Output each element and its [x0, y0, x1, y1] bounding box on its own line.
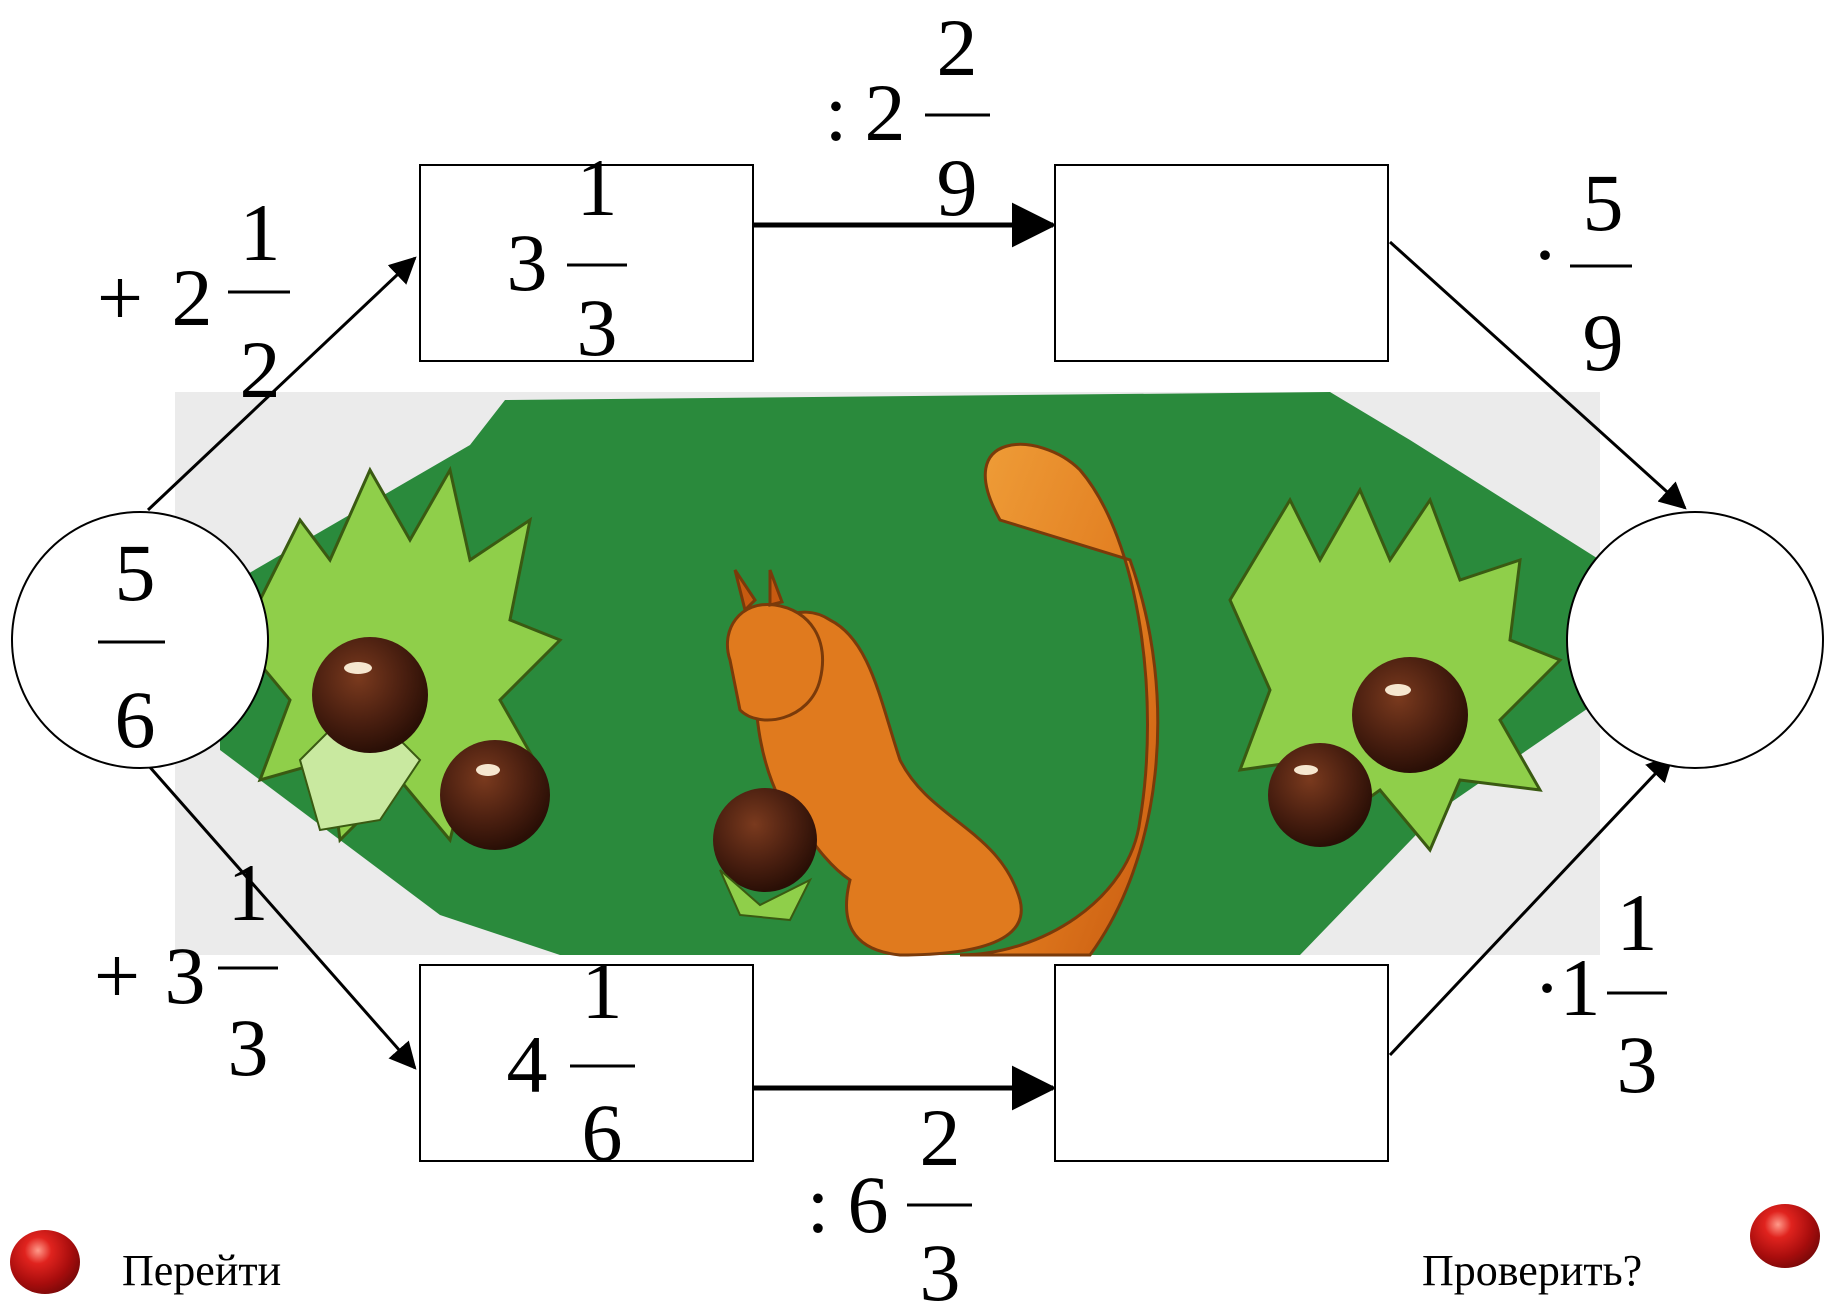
- operator-sign: :: [825, 67, 848, 158]
- fraction-numerator: 1: [228, 847, 269, 938]
- operator-sign: +: [97, 252, 143, 343]
- hazelnut-icon: [1268, 743, 1372, 847]
- whole-part: 2: [865, 67, 906, 158]
- fraction-numerator: 1: [582, 945, 623, 1036]
- bottom-op2-label: : 6 2 3: [807, 1092, 972, 1311]
- hazelnut-icon: [312, 637, 428, 753]
- fraction-denominator: 6: [115, 674, 156, 765]
- fraction-denominator: 2: [240, 324, 281, 415]
- operator-sign: ·: [1531, 209, 1558, 300]
- operator-sign: :: [807, 1159, 830, 1250]
- fraction-numerator: 5: [1583, 157, 1624, 248]
- fraction-denominator: 6: [582, 1087, 623, 1178]
- go-link[interactable]: Перейти: [122, 1245, 281, 1296]
- fraction-denominator: 3: [920, 1227, 961, 1311]
- fraction-numerator: 2: [937, 2, 978, 93]
- fraction-numerator: 1: [1617, 877, 1658, 968]
- whole-part: 2: [172, 252, 213, 343]
- operator-sign: ·: [1533, 942, 1560, 1033]
- candy-wrapper-illustration: [175, 392, 1600, 955]
- check-link[interactable]: Проверить?: [1422, 1245, 1642, 1296]
- fraction-denominator: 9: [937, 142, 978, 233]
- hazelnut-icon: [440, 740, 550, 850]
- fraction-numerator: 2: [920, 1092, 961, 1183]
- whole-part: 3: [165, 930, 206, 1021]
- fraction-numerator: 1: [577, 142, 618, 233]
- top-box-2[interactable]: [1055, 165, 1388, 361]
- whole-part: 3: [507, 217, 548, 308]
- bottom-box-2[interactable]: [1055, 965, 1388, 1161]
- whole-part: 6: [848, 1159, 889, 1250]
- fraction-numerator: 1: [240, 187, 281, 278]
- fraction-denominator: 9: [1583, 297, 1624, 388]
- result-circle[interactable]: [1567, 512, 1823, 768]
- operator-sign: +: [94, 930, 140, 1021]
- whole-part: 1: [1560, 942, 1601, 1033]
- hazelnut-icon: [1352, 657, 1468, 773]
- top-op2-label: : 2 2 9: [825, 2, 990, 233]
- check-button-icon[interactable]: [1750, 1204, 1820, 1268]
- fraction-denominator: 3: [577, 282, 618, 373]
- fraction-denominator: 3: [1617, 1019, 1658, 1110]
- top-op3-label: · 5 9: [1531, 157, 1632, 388]
- go-button-icon[interactable]: [10, 1230, 80, 1294]
- whole-part: 4: [507, 1019, 548, 1110]
- fraction-numerator: 5: [115, 527, 156, 618]
- top-op1-label: + 2 1 2: [97, 187, 290, 415]
- fraction-denominator: 3: [228, 1002, 269, 1093]
